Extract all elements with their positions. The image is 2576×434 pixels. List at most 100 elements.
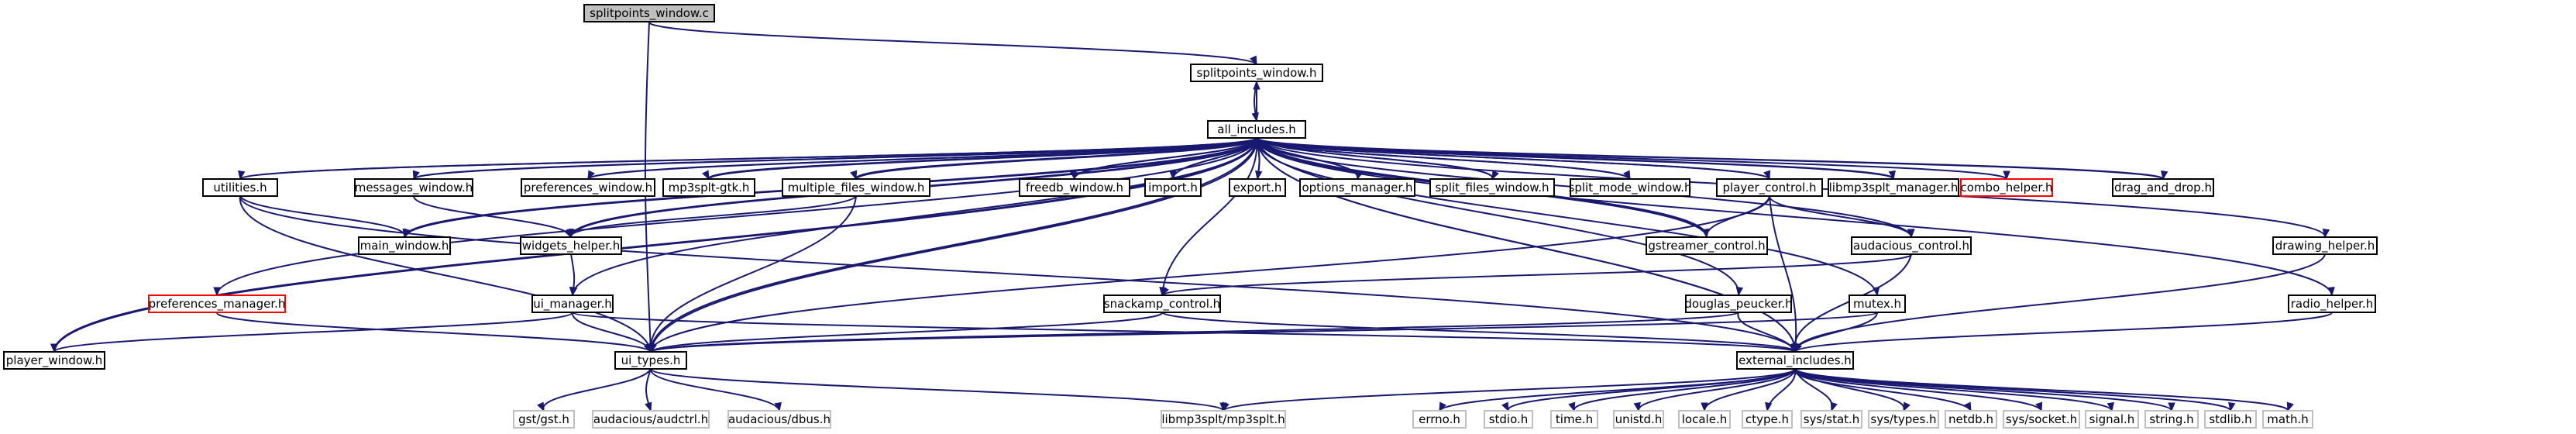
node-box	[520, 236, 622, 255]
node-mp3splt-gtk-h[interactable]: mp3splt-gtk.h	[662, 178, 755, 197]
node-sys-socket-h: sys/socket.h	[2003, 410, 2080, 429]
node-label: douglas_peucker.h	[1684, 297, 1792, 312]
edge-multiple_files_window_h-to-widgets_helper_h	[564, 195, 857, 239]
node-label: combo_helper.h	[1961, 181, 2053, 195]
arrowhead	[570, 286, 578, 297]
arrowhead	[645, 401, 652, 412]
node-gstreamer-control-h[interactable]: gstreamer_control.h	[1646, 236, 1768, 255]
node-player-control-h[interactable]: player_control.h	[1716, 178, 1823, 197]
node-drag-and-drop-h[interactable]: drag_and_drop.h	[2112, 178, 2214, 197]
node-box	[1299, 178, 1415, 197]
node-messages-window-h[interactable]: messages_window.h	[354, 178, 473, 197]
node-label: splitpoints_window.c	[590, 6, 709, 21]
edge-splitpoints_window_c-to-splitpoints_window_h	[648, 21, 1257, 66]
node-label: main_window.h	[360, 239, 449, 253]
arrowhead	[850, 170, 858, 181]
node-drawing-helper-h[interactable]: drawing_helper.h	[2272, 236, 2378, 255]
node-label: time.h	[1556, 412, 1593, 426]
node-label: string.h	[2149, 412, 2193, 426]
node-utilities-h[interactable]: utilities.h	[202, 178, 278, 197]
node-multiple-files-window-h[interactable]: multiple_files_window.h	[782, 178, 930, 197]
node-label: snackamp_control.h	[1104, 297, 1220, 312]
edge-external_includes_h-to-unistd_h	[1633, 368, 1796, 412]
node-label: stdlib.h	[2209, 412, 2251, 426]
node-string-h: string.h	[2144, 410, 2199, 429]
arrowhead	[1501, 401, 1509, 412]
node-label: radio_helper.h	[2291, 297, 2373, 312]
node-label: export.h	[1233, 181, 1282, 195]
edge-snackamp_control_h-to-ui_types_h	[649, 312, 1164, 353]
node-label: netdb.h	[1948, 412, 1993, 426]
node-options-manager-h[interactable]: options_manager.h	[1299, 178, 1415, 197]
edge-ui_manager_h-to-player_window_h	[50, 312, 573, 353]
node-box	[592, 410, 710, 429]
node-douglas-peucker-h[interactable]: douglas_peucker.h	[1684, 294, 1793, 313]
arrowhead	[1253, 136, 1261, 146]
node-stdlib-h: stdlib.h	[2204, 410, 2257, 429]
node-box	[1429, 178, 1555, 197]
node-box	[2003, 410, 2080, 429]
arrowhead	[1439, 401, 1446, 412]
node-preferences-manager-h[interactable]: preferences_manager.h	[148, 294, 286, 313]
node-radio-helper-h[interactable]: radio_helper.h	[2288, 294, 2376, 313]
node-label: math.h	[2267, 412, 2308, 426]
node-main-window-h[interactable]: main_window.h	[358, 236, 451, 255]
node-ui-manager-h[interactable]: ui_manager.h	[531, 294, 614, 313]
node-split-mode-window-h[interactable]: split_mode_window.h	[1569, 178, 1692, 197]
arrowhead	[1568, 401, 1576, 412]
edge-audacious_control_h-to-snackamp_control_h	[1161, 253, 1913, 297]
node-player-window-h[interactable]: player_window.h	[3, 351, 105, 370]
node-label: signal.h	[2089, 412, 2135, 426]
node-label: ui_manager.h	[533, 297, 612, 312]
node-preferences-window-h[interactable]: preferences_window.h	[521, 178, 655, 197]
node-layer: splitpoints_window.c splitpoints_window.h…	[3, 4, 2378, 429]
node-box	[3, 351, 105, 370]
node-label: locale.h	[1682, 412, 1727, 426]
node-widgets-helper-h[interactable]: widgets_helper.h	[520, 236, 622, 255]
node-box	[1484, 410, 1533, 429]
node-label: all_includes.h	[1217, 122, 1295, 137]
node-splitpoints-window-h[interactable]: splitpoints_window.h	[1190, 64, 1323, 82]
node-box	[1685, 294, 1792, 313]
node-combo-helper-h[interactable]: combo_helper.h	[1960, 178, 2053, 197]
edge-external_includes_h-to-netdb_h	[1794, 368, 1972, 412]
arrowhead	[213, 287, 221, 297]
arrowhead	[1888, 170, 1896, 181]
edge-external_includes_h-to-locale_h	[1701, 368, 1796, 412]
node-box	[2272, 236, 2378, 255]
node-import-h[interactable]: import.h	[1144, 178, 1202, 197]
node-time-h: time.h	[1550, 410, 1598, 429]
arrowhead	[1633, 401, 1641, 412]
node-ui-types-h[interactable]: ui_types.h	[614, 351, 687, 370]
node-label: preferences_window.h	[524, 181, 652, 195]
node-snackamp-control-h[interactable]: snackamp_control.h	[1103, 294, 1221, 313]
node-math-h: math.h	[2262, 410, 2313, 429]
node-box	[583, 4, 715, 22]
node-label: utilities.h	[213, 181, 267, 195]
node-libmp3splt-manager-h[interactable]: libmp3splt_manager.h	[1828, 178, 1959, 197]
node-mutex-h[interactable]: mutex.h	[1849, 294, 1906, 313]
node-audacious-control-h[interactable]: audacious_control.h	[1851, 236, 1972, 255]
node-split-files-window-h[interactable]: split_files_window.h	[1429, 178, 1555, 197]
node-box	[1678, 410, 1731, 429]
node-box	[1570, 178, 1690, 197]
node-box	[358, 236, 451, 255]
edge-mp3splt_gtk_h-to-all_includes_h	[708, 136, 1263, 180]
edge-external_includes_h-to-signal_h	[1794, 368, 2114, 412]
node-freedb-window-h[interactable]: freedb_window.h	[1019, 178, 1130, 197]
node-netdb-h: netdb.h	[1945, 410, 1997, 429]
node-label: splitpoints_window.h	[1197, 66, 1317, 81]
node-unistd-h: unistd.h	[1613, 410, 1664, 429]
node-box	[148, 294, 286, 313]
node-box	[2204, 410, 2257, 429]
node-errno-h: errno.h	[1412, 410, 1467, 429]
arrowhead	[2168, 402, 2175, 412]
node-all-includes-h[interactable]: all_includes.h	[1207, 120, 1306, 139]
edge-widgets_helper_h-to-ui_manager_h	[570, 253, 578, 297]
node-label: split_mode_window.h	[1569, 181, 1692, 195]
node-label: sys/types.h	[1870, 412, 1936, 426]
node-libmp3splt-mp3splt-h: libmp3splt/mp3splt.h	[1161, 410, 1286, 429]
node-external-includes-h[interactable]: external_includes.h	[1736, 351, 1854, 370]
node-export-h[interactable]: export.h	[1229, 178, 1286, 197]
node-splitpoints-window-c[interactable]: splitpoints_window.c	[583, 4, 715, 22]
